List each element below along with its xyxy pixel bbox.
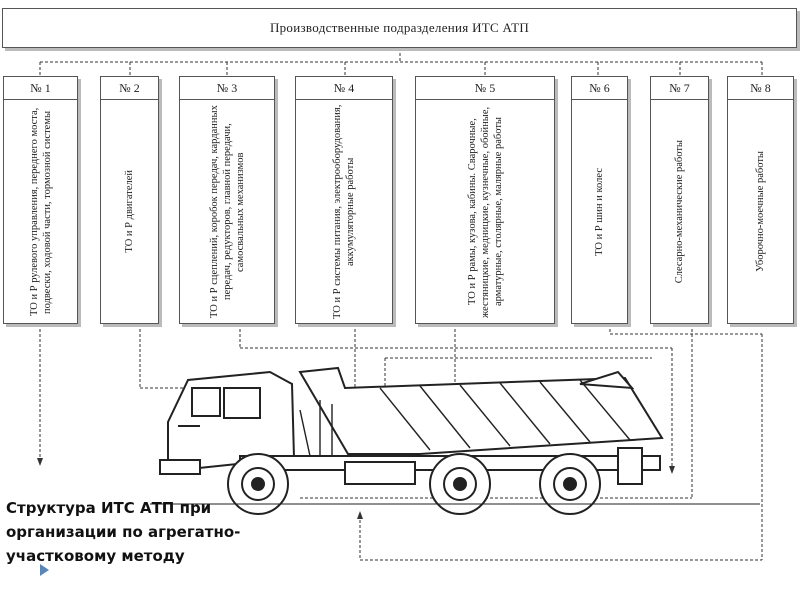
unit-2-box: № 2 ТО и Р двигателей bbox=[100, 76, 159, 324]
unit-6-number: № 6 bbox=[572, 77, 627, 100]
unit-3-number: № 3 bbox=[180, 77, 274, 100]
its-atp-header-box: Производственные подразделения ИТС АТП bbox=[2, 8, 797, 48]
unit-6-box: № 6 ТО и Р шин и колес bbox=[571, 76, 628, 324]
unit-8-box: № 8 Уборочно-моечные работы bbox=[727, 76, 794, 324]
unit-7-number: № 7 bbox=[651, 77, 708, 100]
header-title: Производственные подразделения ИТС АТП bbox=[269, 20, 530, 35]
unit-5-number: № 5 bbox=[416, 77, 554, 100]
unit-7-box: № 7 Слесарно-механические работы bbox=[650, 76, 709, 324]
diagram-caption: Структура ИТС АТП при организации по агр… bbox=[6, 499, 241, 565]
unit-8-number: № 8 bbox=[728, 77, 793, 100]
triangle-bullet-icon bbox=[40, 564, 49, 576]
unit-4-number: № 4 bbox=[296, 77, 392, 100]
unit-4-box: № 4 ТО и Р системы питания, электрообору… bbox=[295, 76, 393, 324]
unit-1-box: № 1 ТО и Р рулевого управления, переднег… bbox=[3, 76, 78, 324]
unit-1-number: № 1 bbox=[4, 77, 77, 100]
unit-3-box: № 3 ТО и Р сцеплений, коробок передач, к… bbox=[179, 76, 275, 324]
unit-5-box: № 5 ТО и Р рамы, кузова, кабины. Сварочн… bbox=[415, 76, 555, 324]
unit-2-number: № 2 bbox=[101, 77, 158, 100]
